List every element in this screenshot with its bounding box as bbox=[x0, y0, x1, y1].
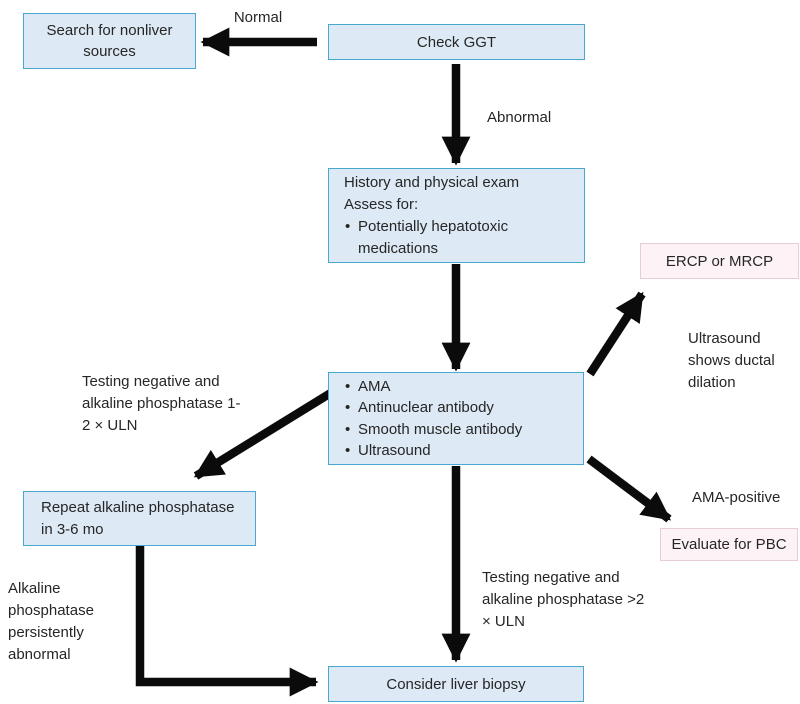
edge-label-testing-negative-1-2-uln: Testing negative and alkaline phosphatas… bbox=[82, 373, 241, 434]
edge-label-abnormal: Abnormal bbox=[487, 109, 552, 126]
node-history-physical-exam: History and physical exam Assess for: Po… bbox=[328, 168, 585, 263]
node-check-ggt-text: Check GGT bbox=[416, 33, 497, 51]
node-evaluate-for-pbc: Evaluate for PBC bbox=[660, 528, 798, 561]
edge-label-alp-persistently-abnormal: Alkaline phosphatase persistently abnorm… bbox=[8, 580, 94, 663]
workup-bullet-ultrasound: Ultrasound bbox=[344, 440, 571, 462]
edge-label-ultrasound-ductal-dilation: Ultrasound shows ductal dilation bbox=[688, 330, 775, 391]
node-workup-tests: AMA Antinuclear antibody Smooth muscle a… bbox=[328, 372, 584, 465]
workup-bullet-ama: AMA bbox=[344, 376, 571, 398]
workup-bullet-antinuclear-antibody: Antinuclear antibody bbox=[344, 397, 571, 419]
edge-label-ama-positive: AMA-positive bbox=[692, 489, 781, 506]
node-consider-liver-biopsy-text: Consider liver biopsy bbox=[386, 675, 526, 693]
node-ercp-or-mrcp: ERCP or MRCP bbox=[640, 243, 799, 279]
node-evaluate-for-pbc-text: Evaluate for PBC bbox=[671, 536, 787, 553]
arrow-workup-to-pbc bbox=[586, 455, 672, 523]
history-line-2: Assess for: bbox=[344, 195, 419, 213]
edge-label-normal: Normal bbox=[233, 9, 283, 26]
node-search-nonliver-sources-text: Search for nonliver sources bbox=[46, 22, 173, 60]
history-line-1: History and physical exam bbox=[344, 173, 520, 191]
arrow-workup-to-ercp bbox=[586, 291, 646, 377]
history-bullet-hepatotoxic: Potentially hepatotoxic medications bbox=[344, 216, 572, 260]
node-search-nonliver-sources: Search for nonliver sources bbox=[23, 13, 196, 69]
node-check-ggt: Check GGT bbox=[328, 24, 585, 60]
node-ercp-or-mrcp-text: ERCP or MRCP bbox=[665, 252, 774, 270]
arrow-repeat-to-biopsy bbox=[135, 546, 319, 697]
node-repeat-alkaline-phosphatase: Repeat alkaline phosphatase in 3-6 mo bbox=[23, 491, 256, 546]
arrow-workup-to-repeat bbox=[193, 387, 337, 480]
node-consider-liver-biopsy: Consider liver biopsy bbox=[328, 666, 584, 702]
node-repeat-alkaline-phosphatase-text: Repeat alkaline phosphatase in 3-6 mo bbox=[41, 498, 235, 538]
edge-label-testing-negative-gt2-uln: Testing negative and alkaline phosphatas… bbox=[482, 569, 645, 630]
workup-bullet-smooth-muscle-antibody: Smooth muscle antibody bbox=[344, 419, 571, 441]
